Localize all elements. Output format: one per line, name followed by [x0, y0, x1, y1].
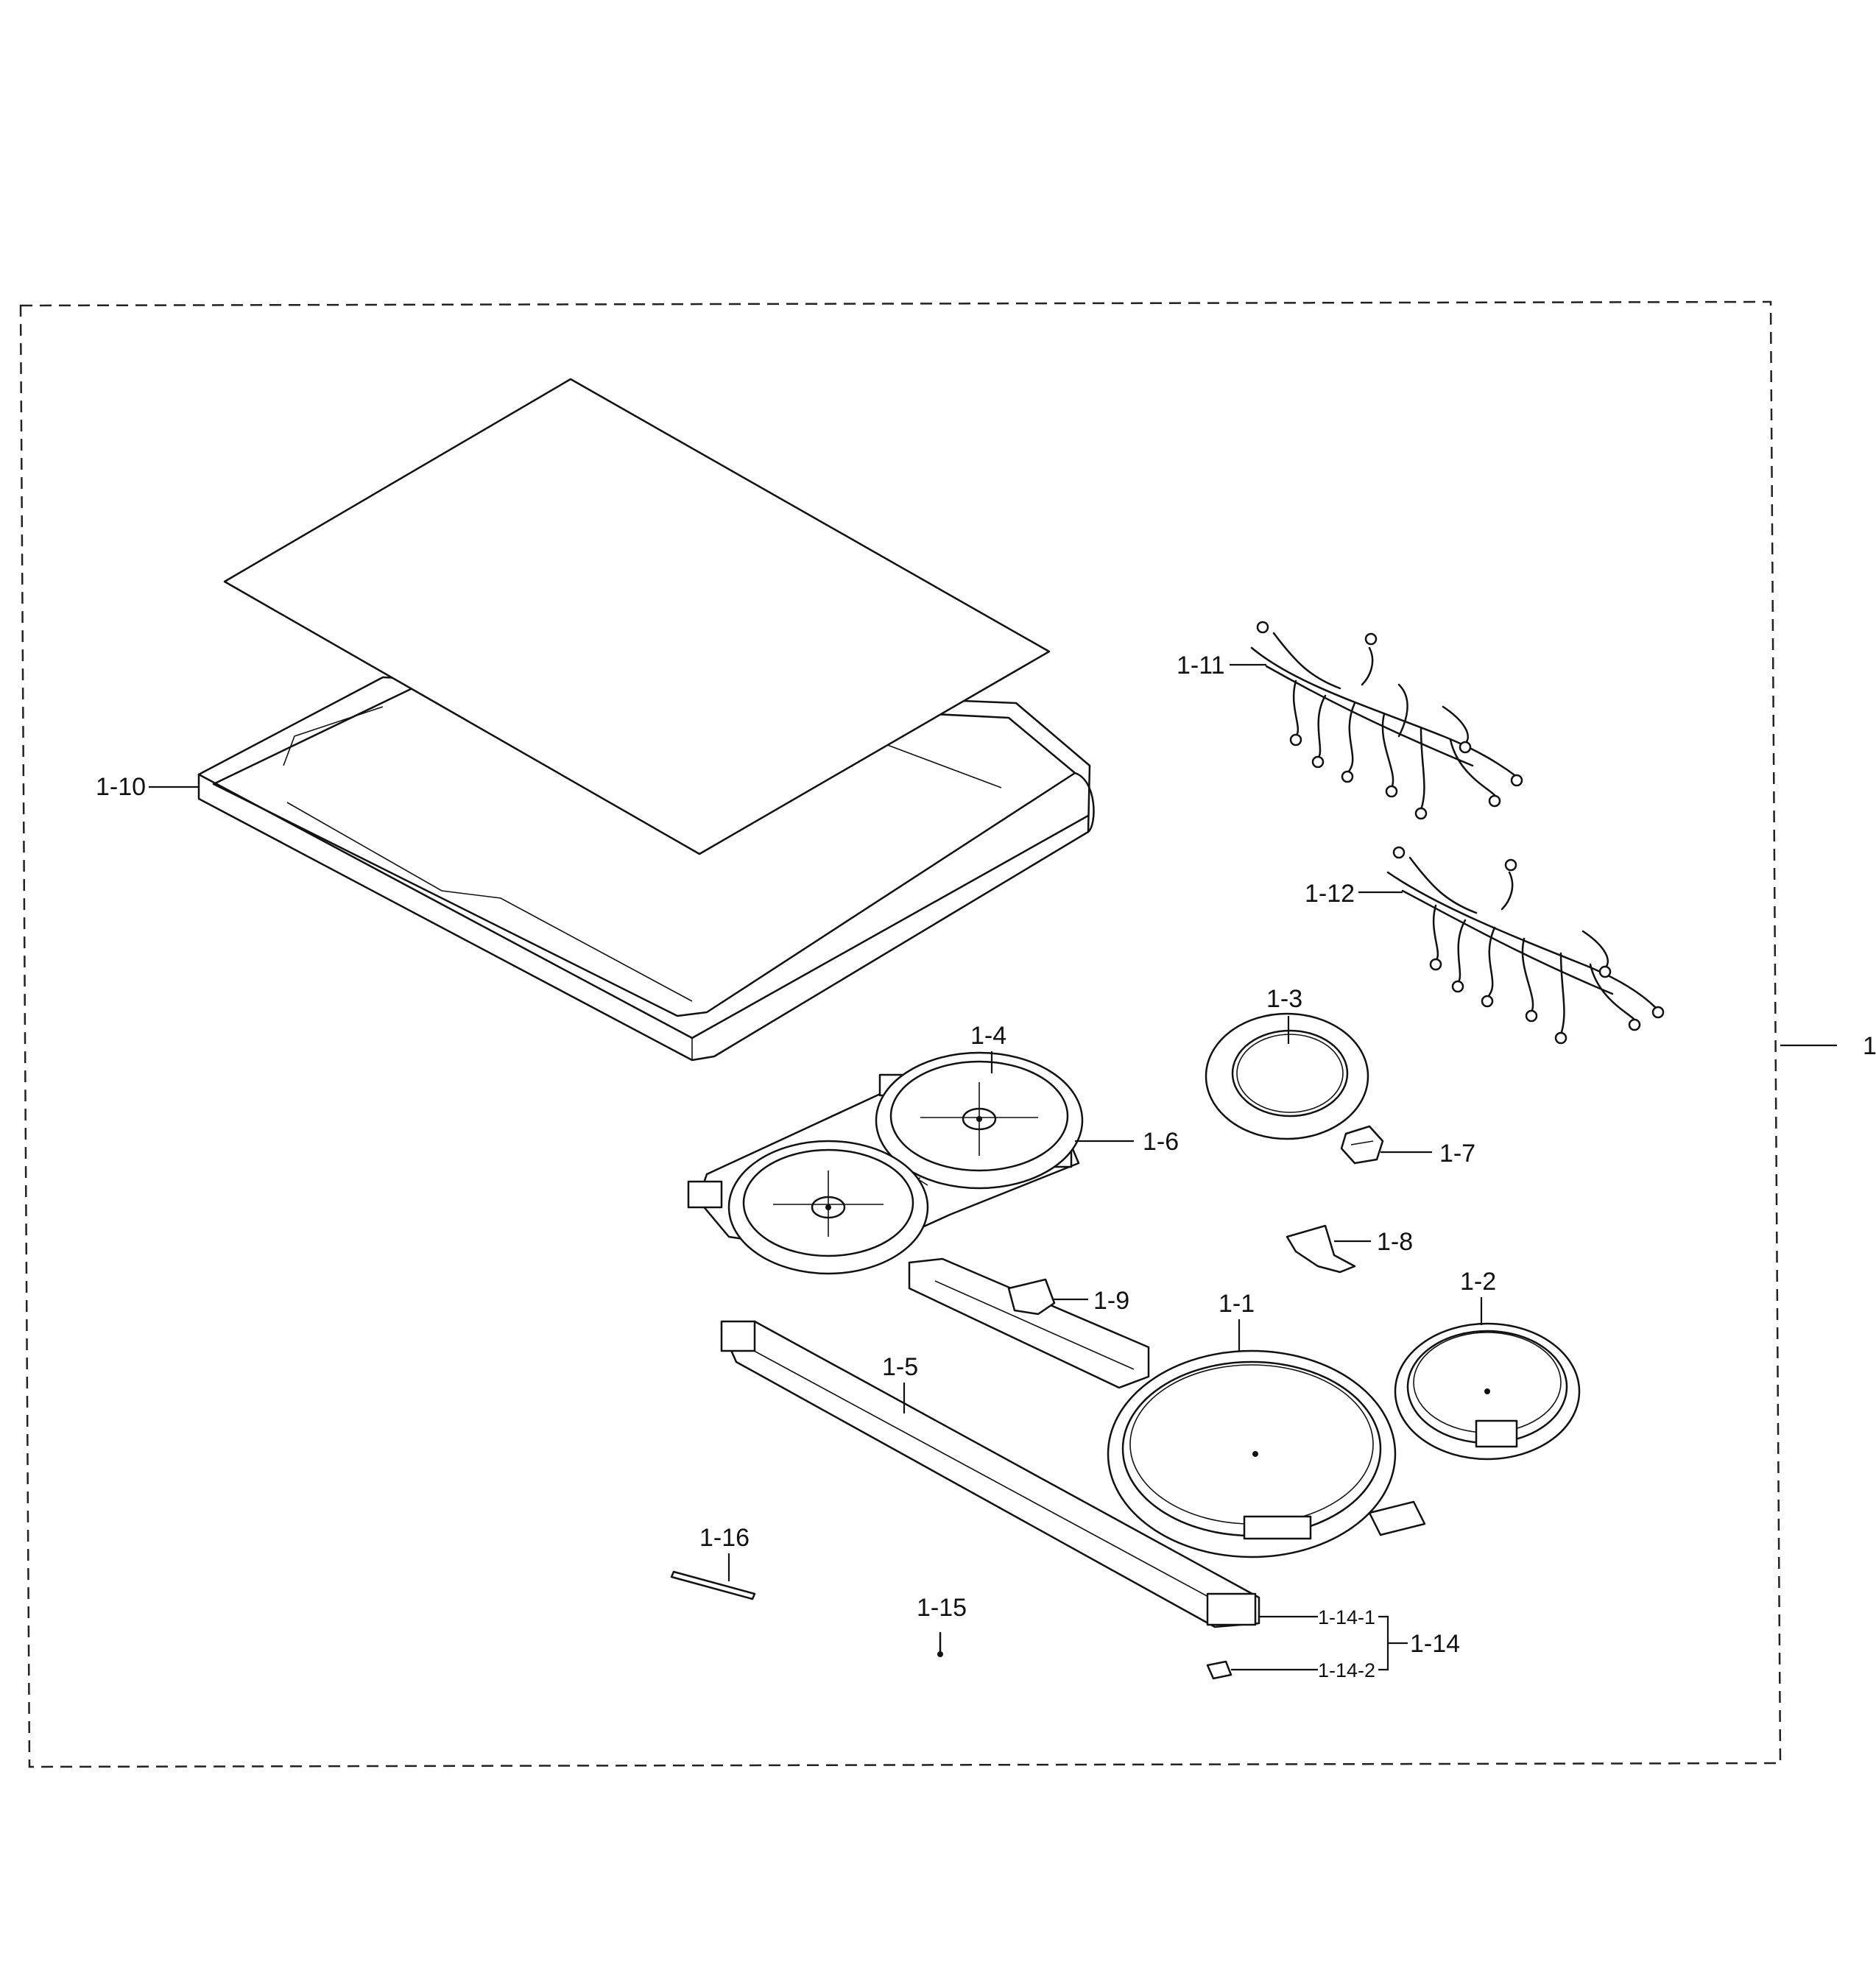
- callout-1-16[interactable]: 1-16: [699, 1524, 750, 1581]
- callout-1-4[interactable]: 1-4: [970, 1022, 1006, 1073]
- svg-text:1-10: 1-10: [96, 773, 146, 801]
- svg-text:1-1: 1-1: [1219, 1290, 1255, 1318]
- callout-1-14-2[interactable]: 1-14-2: [1231, 1659, 1375, 1681]
- second-element-ring: [727, 1140, 929, 1275]
- svg-text:1-12: 1-12: [1305, 880, 1355, 908]
- svg-text:1-7: 1-7: [1439, 1140, 1475, 1168]
- callout-1-9[interactable]: 1-9: [1053, 1287, 1129, 1315]
- callout-1-1[interactable]: 1-1: [1219, 1290, 1255, 1351]
- part-1-12-wire-harness[interactable]: [1386, 846, 1665, 1045]
- part-1-3-trim-ring[interactable]: [1205, 1012, 1369, 1140]
- callout-1-2[interactable]: 1-2: [1460, 1268, 1496, 1325]
- assembly-boundary: [19, 300, 1782, 1768]
- part-1-5-support-bracket[interactable]: [720, 1320, 1260, 1628]
- callout-1-14[interactable]: 1-14: [1378, 1615, 1460, 1671]
- part-1-11-wire-harness[interactable]: [1250, 621, 1523, 820]
- svg-text:1-15: 1-15: [917, 1594, 967, 1622]
- callout-1-3[interactable]: 1-3: [1266, 985, 1302, 1044]
- svg-text:1-8: 1-8: [1377, 1228, 1413, 1256]
- svg-text:1-6: 1-6: [1143, 1128, 1179, 1156]
- svg-text:1-11: 1-11: [1177, 652, 1225, 679]
- callout-1-10[interactable]: 1-10: [96, 773, 199, 801]
- callout-1-11[interactable]: 1-11: [1177, 652, 1266, 679]
- callout-1-5[interactable]: 1-5: [882, 1353, 918, 1413]
- part-1-16-rod[interactable]: [670, 1570, 756, 1600]
- callout-1-6[interactable]: 1-6: [1075, 1128, 1179, 1156]
- svg-text:1-4: 1-4: [970, 1022, 1006, 1050]
- svg-text:1-16: 1-16: [699, 1524, 750, 1552]
- part-1-15-screw[interactable]: [937, 1631, 943, 1657]
- svg-text:1-14-2: 1-14-2: [1318, 1659, 1375, 1681]
- svg-text:1-2: 1-2: [1460, 1268, 1496, 1296]
- callout-1-14-1[interactable]: 1-14-1: [1259, 1606, 1375, 1628]
- part-1-2-small-element[interactable]: [1394, 1322, 1581, 1461]
- part-1-7-bracket[interactable]: [1340, 1125, 1384, 1165]
- part-1-9-bracket[interactable]: [1007, 1278, 1056, 1316]
- part-1-1-large-element[interactable]: [1107, 1349, 1426, 1558]
- callout-1[interactable]: 1: [1780, 1032, 1876, 1060]
- part-1-10-cooktop-frame[interactable]: [197, 378, 1095, 1062]
- connecting-beam: [908, 1257, 1150, 1389]
- svg-text:1-14: 1-14: [1410, 1630, 1460, 1658]
- part-1-4-radiant-element[interactable]: [875, 1051, 1084, 1190]
- callout-1-7[interactable]: 1-7: [1380, 1140, 1475, 1168]
- part-1-14-2-plate[interactable]: [1206, 1660, 1233, 1680]
- svg-text:1-3: 1-3: [1266, 985, 1302, 1013]
- callout-1-15[interactable]: 1-15: [917, 1594, 967, 1622]
- svg-text:1-14-1: 1-14-1: [1318, 1606, 1375, 1628]
- callout-label: 1: [1863, 1032, 1876, 1060]
- part-1-8-plate[interactable]: [1286, 1224, 1356, 1274]
- callout-1-8[interactable]: 1-8: [1334, 1228, 1413, 1256]
- callout-1-12[interactable]: 1-12: [1305, 880, 1403, 908]
- svg-text:1-5: 1-5: [882, 1353, 918, 1381]
- svg-text:1-9: 1-9: [1093, 1287, 1129, 1315]
